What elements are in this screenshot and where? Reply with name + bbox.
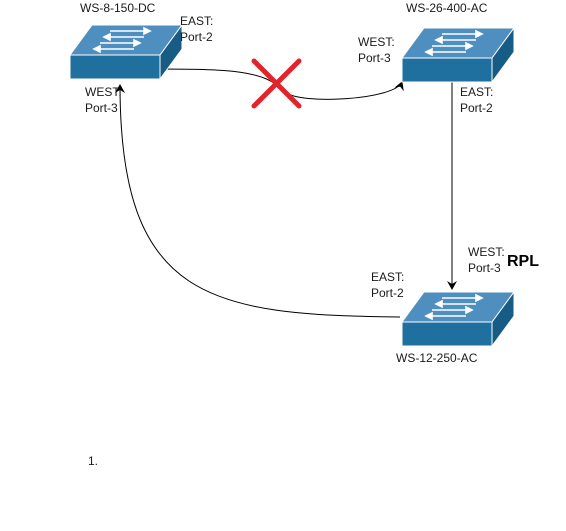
east-port: Port-2 [180,30,213,44]
west-label: WEST: [468,245,505,259]
footnote-marker: 1. [88,454,98,468]
east-label: EAST: [371,270,404,284]
east-label: EAST: [180,14,213,28]
west-label: WEST: [358,35,395,49]
switch-name: WS-8-150-DC [80,1,156,15]
east-port: Port-2 [460,101,493,115]
blocked-link-x-icon [251,58,302,109]
west-port: Port-3 [358,51,391,65]
link-sw3-east-to-sw1-west [115,84,401,318]
switch-ws-12-250-ac[interactable]: WS-12-250-AC WEST: Port-3 EAST: Port-2 R… [371,245,539,365]
switch-ws-26-400-ac[interactable]: WS-26-400-AC WEST: Port-3 EAST: Port-2 [358,1,515,115]
east-label: EAST: [460,85,493,99]
switch-name: WS-12-250-AC [396,351,478,365]
switch-name: WS-26-400-AC [406,1,488,15]
east-port: Port-2 [371,286,404,300]
west-port: Port-3 [85,101,118,115]
switch-ws-8-150-dc[interactable]: WS-8-150-DC EAST: Port-2 WEST: Port-3 [69,1,213,115]
west-label: WEST: [85,85,122,99]
west-port: Port-3 [468,261,501,275]
rpl-label: RPL [507,253,539,270]
